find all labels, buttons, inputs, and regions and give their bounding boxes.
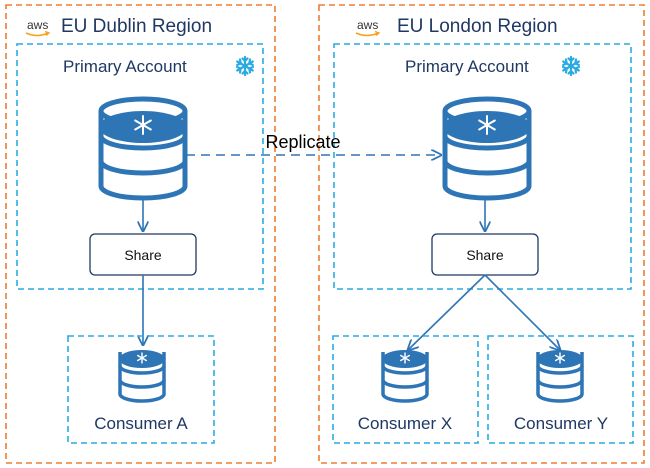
connector-arrow	[408, 274, 486, 350]
account-dublin-border	[16, 43, 264, 290]
region-london: aws EU London Region Primary Account	[318, 4, 645, 464]
snowflake-icon	[236, 55, 254, 77]
region-dublin: aws EU Dublin Region Primary Account	[5, 4, 276, 464]
consumer-y-box: Consumer Y	[487, 335, 634, 444]
snowflake-icon	[561, 55, 581, 77]
consumer-x-box: Consumer X	[332, 335, 479, 444]
database-icon	[381, 350, 429, 403]
svg-text:aws: aws	[27, 18, 48, 32]
replicate-label: Replicate	[265, 132, 340, 152]
database-icon	[118, 350, 166, 403]
account-dublin: Primary Account Share	[16, 43, 264, 290]
account-dublin-title: Primary Account	[63, 57, 187, 76]
consumer-a-label: Consumer A	[94, 414, 188, 433]
region-london-title: EU London Region	[397, 16, 558, 37]
region-dublin-border	[5, 4, 276, 464]
account-london-border	[333, 43, 632, 290]
consumer-x-label: Consumer X	[358, 414, 452, 433]
account-london: Primary Account Share	[333, 43, 632, 290]
database-icon	[536, 350, 584, 403]
region-dublin-title: EU Dublin Region	[61, 16, 212, 37]
aws-logo-icon: aws	[25, 18, 51, 37]
replication-link: Replicate	[186, 132, 441, 155]
share-box: Share	[89, 233, 197, 276]
svg-text:aws: aws	[357, 18, 378, 32]
account-london-title: Primary Account	[405, 57, 529, 76]
consumer-y-border	[487, 335, 634, 444]
share-label: Share	[124, 247, 162, 263]
consumer-y-label: Consumer Y	[514, 414, 608, 433]
consumer-a-box: Consumer A	[67, 335, 215, 444]
consumer-a-border	[67, 335, 215, 444]
connector-arrow	[484, 274, 560, 350]
share-label: Share	[466, 247, 504, 263]
consumer-x-border	[332, 335, 479, 444]
aws-logo-icon: aws	[355, 18, 381, 37]
region-london-border	[318, 4, 645, 464]
database-icon	[442, 96, 532, 201]
share-box: Share	[431, 233, 539, 276]
database-icon	[98, 96, 188, 201]
